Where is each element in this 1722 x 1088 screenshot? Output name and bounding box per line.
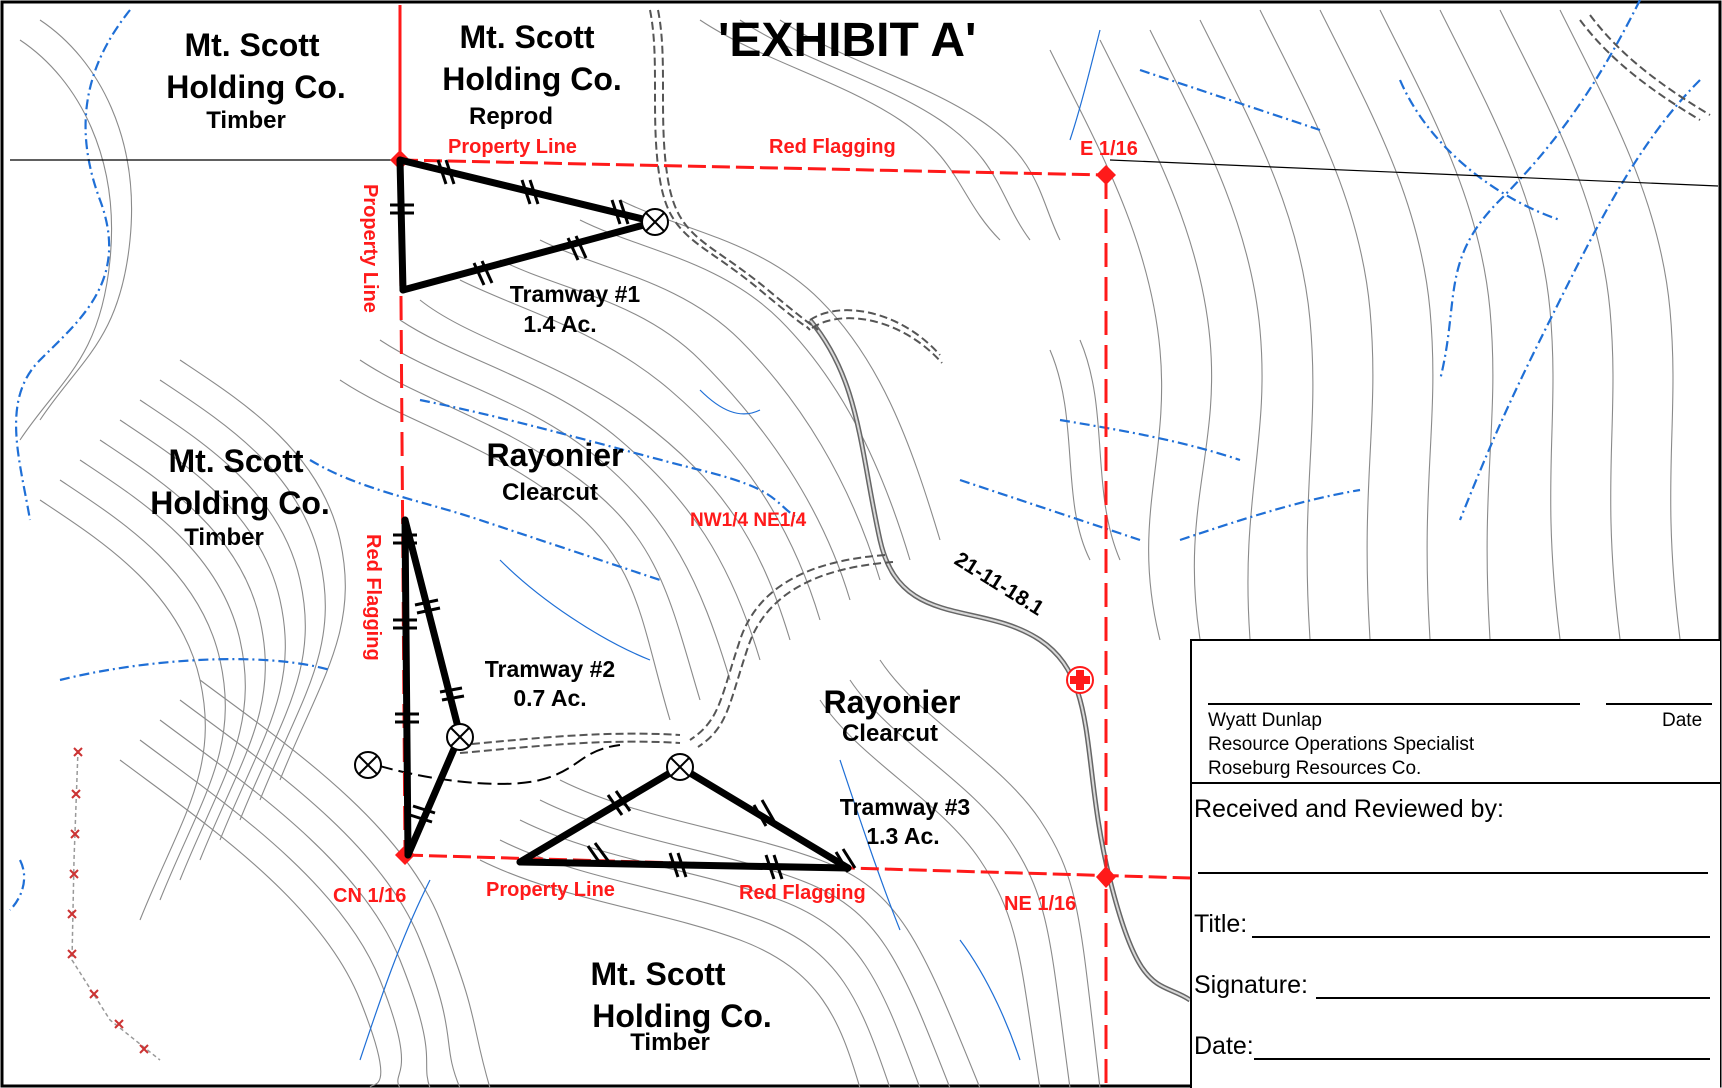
- signature-field-line[interactable]: [1316, 997, 1710, 999]
- label-quarter: NW1/4 NE1/4: [690, 510, 807, 531]
- owner-label-s-timber: Mt. Scott Holding Co. Timber: [590, 956, 771, 1056]
- svg-text:1.3 Ac.: 1.3 Ac.: [866, 823, 939, 849]
- approval-block: Wyatt Dunlap Date Resource Operations Sp…: [1190, 639, 1720, 1088]
- received-heading: Received and Reviewed by:: [1194, 795, 1504, 823]
- svg-text:Rayonier: Rayonier: [824, 684, 961, 720]
- owner-label-w-timber: Mt. Scott Holding Co. Timber: [150, 443, 330, 551]
- thin-streams: [359, 29, 1101, 1061]
- streams: [9, 0, 1701, 911]
- svg-text:Mt. Scott: Mt. Scott: [459, 19, 594, 55]
- svg-text:Clearcut: Clearcut: [502, 479, 598, 506]
- svg-text:Mt. Scott: Mt. Scott: [168, 443, 303, 479]
- title-field-line[interactable]: [1252, 936, 1710, 938]
- landing-symbols: [354, 208, 694, 781]
- landing-2: [446, 723, 474, 751]
- svg-text:Timber: Timber: [206, 107, 286, 134]
- preparer-name: Wyatt Dunlap: [1208, 710, 1322, 731]
- svg-text:Timber: Timber: [630, 1029, 710, 1056]
- svg-text:0.7 Ac.: 0.7 Ac.: [513, 685, 586, 711]
- owner-label-rayonier-2: Rayonier Clearcut: [824, 684, 961, 747]
- label-property-line-left: Property Line: [359, 184, 381, 313]
- fence-line: [67, 747, 161, 1061]
- date-field-label: Date:: [1194, 1032, 1254, 1060]
- svg-text:Mt. Scott: Mt. Scott: [184, 27, 319, 63]
- svg-text:Reprod: Reprod: [469, 103, 553, 130]
- svg-text:Clearcut: Clearcut: [842, 720, 938, 747]
- tramway-ticks: [390, 159, 857, 880]
- landing-4: [354, 751, 382, 779]
- svg-text:Holding Co.: Holding Co.: [592, 998, 772, 1034]
- preparer-section: Wyatt Dunlap Date Resource Operations Sp…: [1192, 641, 1720, 784]
- signature-label: Signature:: [1194, 971, 1308, 999]
- svg-text:1.4 Ac.: 1.4 Ac.: [523, 311, 596, 337]
- svg-text:Rayonier: Rayonier: [487, 437, 624, 473]
- tramway-label-1: Tramway #1 1.4 Ac.: [510, 281, 641, 337]
- label-cn116: CN 1/16: [333, 885, 406, 907]
- label-ne116: NE 1/16: [1004, 893, 1076, 915]
- preparer-company: Roseburg Resources Co.: [1208, 758, 1422, 779]
- preparer-date-label: Date: [1662, 710, 1703, 731]
- svg-text:Timber: Timber: [184, 524, 264, 551]
- spur-roads: [459, 9, 1711, 754]
- preparer-date-line[interactable]: [1606, 703, 1712, 705]
- label-property-line-bottom: Property Line: [486, 879, 615, 901]
- red-cross-icon: [1066, 666, 1094, 694]
- map-title: 'EXHIBIT A': [718, 14, 976, 67]
- owner-label-rayonier-1: Rayonier Clearcut: [487, 437, 624, 506]
- preparer-signature-line[interactable]: [1208, 703, 1580, 705]
- title-label: Title:: [1194, 910, 1248, 938]
- landing-3: [666, 753, 694, 781]
- svg-text:Holding Co.: Holding Co.: [150, 485, 330, 521]
- label-e116: E 1/16: [1080, 138, 1138, 160]
- landing-1: [641, 208, 669, 236]
- label-property-line-top: Property Line: [448, 136, 577, 158]
- svg-text:Mt. Scott: Mt. Scott: [590, 956, 725, 992]
- svg-text:Tramway #3: Tramway #3: [840, 794, 970, 820]
- owner-label-n-reprod: Mt. Scott Holding Co. Reprod: [442, 19, 622, 130]
- label-red-flagging-bottom: Red Flagging: [739, 882, 866, 904]
- contour-lines: [19, 9, 1681, 1088]
- label-red-flagging-left: Red Flagging: [362, 534, 384, 661]
- svg-text:Holding Co.: Holding Co.: [442, 61, 622, 97]
- svg-text:Tramway #2: Tramway #2: [485, 656, 615, 682]
- label-red-flagging-top: Red Flagging: [769, 136, 896, 158]
- date-field-line[interactable]: [1254, 1058, 1710, 1060]
- svg-text:Tramway #1: Tramway #1: [510, 281, 641, 307]
- corner-e116: [1096, 165, 1116, 185]
- owner-label-nw-timber: Mt. Scott Holding Co. Timber: [166, 27, 346, 134]
- svg-text:Holding Co.: Holding Co.: [166, 69, 346, 105]
- tramway-label-3: Tramway #3 1.3 Ac.: [840, 794, 970, 849]
- tramway-label-2: Tramway #2 0.7 Ac.: [485, 656, 615, 711]
- corner-ne116: [1096, 866, 1116, 888]
- reviewer-line[interactable]: [1198, 872, 1708, 874]
- preparer-role: Resource Operations Specialist: [1208, 734, 1475, 755]
